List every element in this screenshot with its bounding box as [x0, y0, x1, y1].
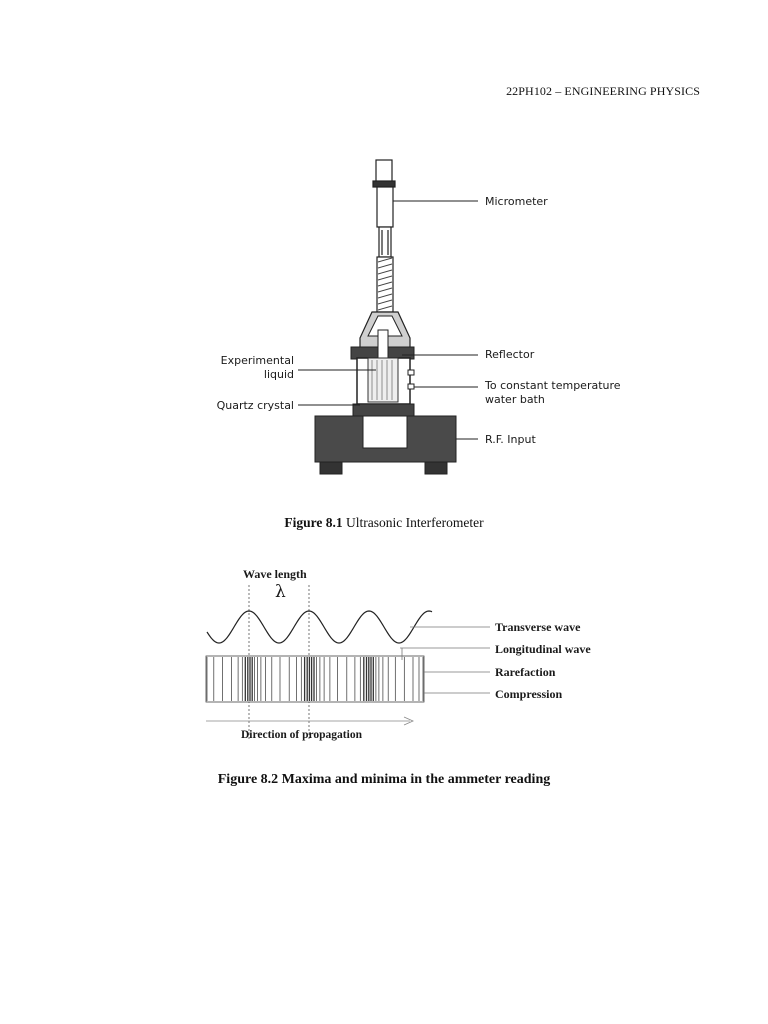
figure-2-caption: Figure 8.2 Maxima and minima in the amme… [217, 772, 551, 787]
transverse-wave-curve [206, 610, 433, 644]
label-constant-temp-2: water bath [485, 393, 545, 406]
longitudinal-wave-lines [206, 657, 424, 701]
label-experimental-1: Experimental [221, 354, 294, 367]
label-quartz: Quartz crystal [217, 399, 294, 412]
page-header: 22PH102 – ENGINEERING PHYSICS [506, 84, 700, 98]
label-reflector: Reflector [485, 348, 535, 361]
label-rf-input: R.F. Input [485, 433, 536, 446]
figure-1-caption-text: Ultrasonic Interferometer [342, 515, 484, 530]
label-lambda: λ [275, 582, 286, 602]
label-transverse: Transverse wave [495, 620, 581, 634]
figure-1-caption-number: Figure 8.1 [284, 515, 343, 530]
interferometer-diagram: Micrometer Reflector Experimental liquid… [217, 159, 621, 475]
label-compression: Compression [495, 687, 562, 701]
label-experimental-2: liquid [264, 368, 294, 381]
label-longitudinal: Longitudinal wave [495, 642, 591, 656]
label-direction: Direction of propagation [241, 729, 363, 741]
label-constant-temp-1: To constant temperature [484, 379, 621, 392]
label-micrometer: Micrometer [485, 195, 548, 208]
propagation-arrowhead [403, 716, 414, 726]
figure-1-caption: Figure 8.1 Ultrasonic Interferometer [0, 515, 768, 531]
label-wave-length: Wave length [243, 567, 307, 581]
label-rarefaction: Rarefaction [495, 665, 556, 679]
